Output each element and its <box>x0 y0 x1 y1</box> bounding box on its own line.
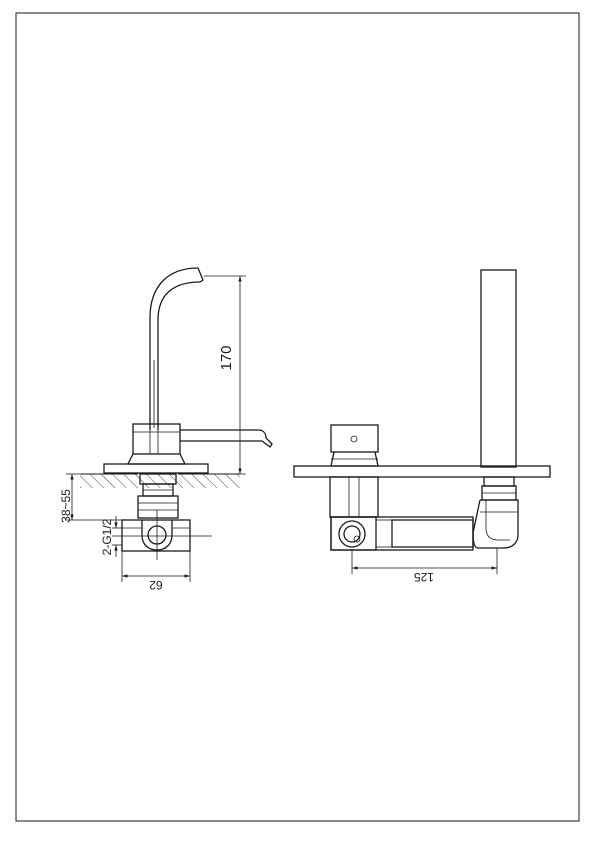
handle-knob <box>330 424 379 453</box>
dim-height: 170 <box>204 275 246 475</box>
dim-connection: 2-G1/2 <box>100 516 122 557</box>
base-plate <box>103 463 209 474</box>
side-nut-upper <box>483 476 515 487</box>
side-view <box>293 269 551 551</box>
drawing-frame <box>15 12 580 822</box>
handle-lever <box>180 429 273 448</box>
dim-mount: 38~55 <box>59 473 122 523</box>
pipe-sleeve <box>391 519 474 548</box>
front-view <box>80 267 273 560</box>
connecting-pipe <box>330 516 474 551</box>
spout-inner <box>157 281 201 430</box>
dim-height-label: 170 <box>218 345 235 370</box>
pipe-port-inner <box>343 525 361 543</box>
valve-block <box>121 519 191 552</box>
spout-outer <box>149 267 199 430</box>
spout-tip <box>197 267 204 283</box>
thread-body <box>137 495 179 519</box>
dim-depth-label: 62 <box>149 578 163 592</box>
dim-mount-label: 38~55 <box>59 489 73 523</box>
pipe-collar-left <box>330 516 377 551</box>
side-body-left <box>329 476 379 518</box>
handle-indicator <box>350 435 358 443</box>
elbow <box>472 499 519 549</box>
dim-depth: 62 <box>121 551 191 592</box>
pipe-port-outer <box>338 520 366 548</box>
dim-length: 125 <box>351 548 498 584</box>
dim-connection-label: 2-G1/2 <box>100 518 114 555</box>
dim-length-label: 125 <box>414 570 434 584</box>
handle-body <box>132 423 181 455</box>
base-cone <box>126 453 187 465</box>
spout-column <box>480 269 517 468</box>
side-base-plate <box>293 465 551 478</box>
counter-hatch <box>80 474 240 488</box>
